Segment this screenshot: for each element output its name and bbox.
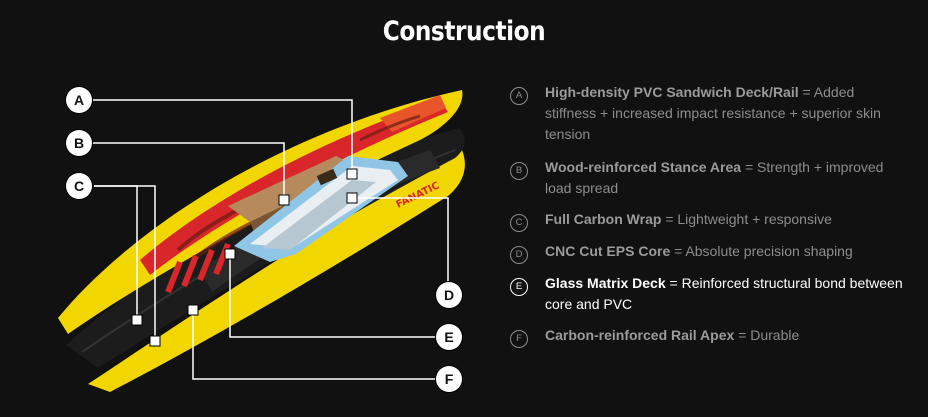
feature-name: Wood-reinforced Stance Area: [545, 159, 742, 175]
feature-name: High-density PVC Sandwich Deck/Rail: [545, 84, 799, 100]
feature-name: Glass Matrix Deck: [545, 275, 666, 291]
feature-badge-a: A: [510, 87, 528, 105]
feature-desc: = Strength + improved load spread: [545, 159, 884, 196]
feature-list: A High-density PVC Sandwich Deck/Rail = …: [508, 82, 908, 355]
feature-name: CNC Cut EPS Core: [545, 243, 671, 259]
feature-badge-f: F: [510, 330, 528, 348]
marker-c[interactable]: C: [66, 173, 92, 199]
feature-item-e[interactable]: E Glass Matrix Deck = Reinforced structu…: [508, 273, 908, 325]
marker-b[interactable]: B: [66, 130, 92, 156]
feature-desc: = Absolute precision shaping: [674, 243, 853, 259]
feature-desc: = Lightweight + responsive: [665, 211, 832, 227]
feature-badge-e: E: [510, 278, 528, 296]
marker-d[interactable]: D: [436, 282, 462, 308]
feature-item-f[interactable]: F Carbon-reinforced Rail Apex = Durable: [508, 325, 908, 355]
feature-item-a[interactable]: A High-density PVC Sandwich Deck/Rail = …: [508, 82, 908, 157]
feature-badge-d: D: [510, 246, 528, 264]
page-title: Construction: [382, 16, 546, 47]
board-illustration: FANATIC: [58, 90, 465, 392]
marker-a[interactable]: A: [66, 87, 92, 113]
feature-desc: = Durable: [738, 327, 800, 343]
feature-item-d[interactable]: D CNC Cut EPS Core = Absolute precision …: [508, 241, 908, 273]
feature-desc: = Added stiffness + increased impact res…: [545, 84, 881, 142]
board-cutaway-diagram: FANATIC A B C D E F: [58, 87, 465, 392]
feature-name: Full Carbon Wrap: [545, 211, 662, 227]
feature-badge-b: B: [510, 162, 528, 180]
feature-badge-c: C: [510, 214, 528, 232]
marker-f[interactable]: F: [436, 366, 462, 392]
feature-item-c[interactable]: C Full Carbon Wrap = Lightweight + respo…: [508, 209, 908, 241]
marker-e[interactable]: E: [436, 324, 462, 350]
feature-name: Carbon-reinforced Rail Apex: [545, 327, 735, 343]
feature-item-b[interactable]: B Wood-reinforced Stance Area = Strength…: [508, 157, 908, 209]
feature-desc: = Reinforced structural bond between cor…: [545, 275, 903, 312]
